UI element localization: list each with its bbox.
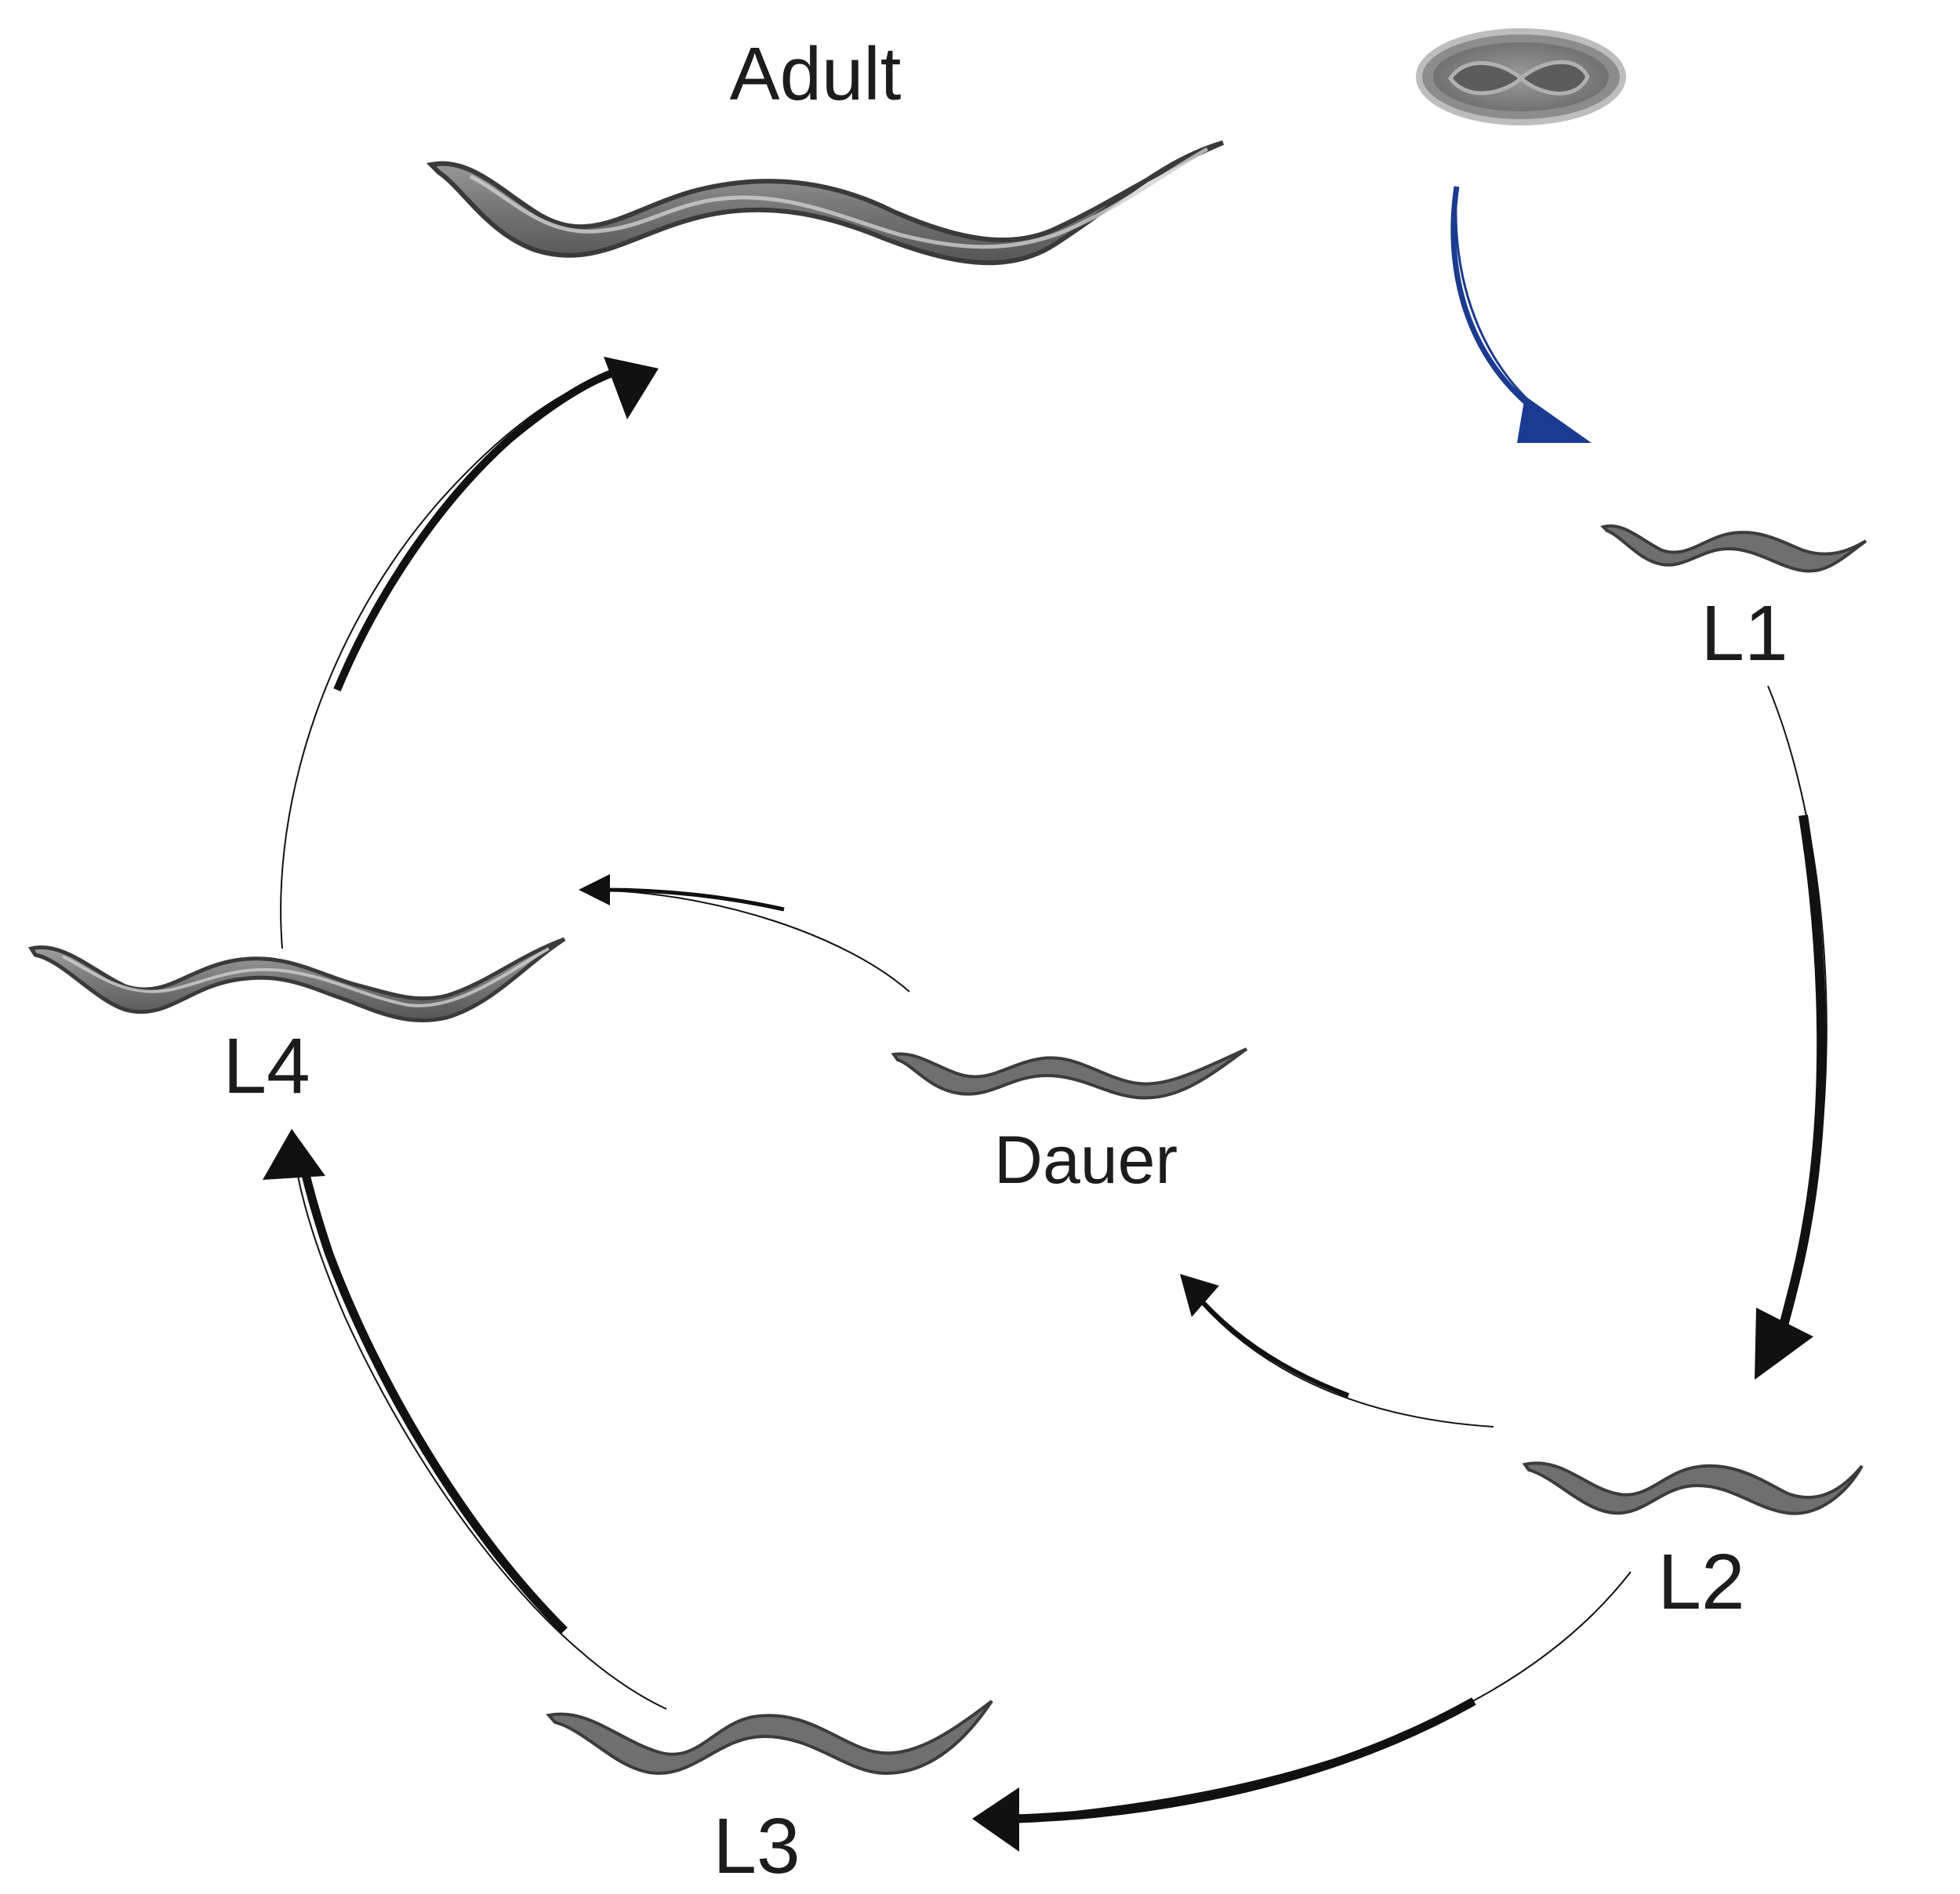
arrow-dauer-to-l4 bbox=[579, 874, 910, 992]
adult-worm-icon bbox=[426, 140, 1225, 266]
l3-worm-icon bbox=[546, 1700, 993, 1776]
arrow-l2-to-l3 bbox=[972, 1571, 1632, 1852]
l3-label: L3 bbox=[713, 1802, 800, 1890]
l4-worm-icon bbox=[28, 937, 566, 1023]
l2-worm-icon bbox=[1522, 1461, 1864, 1515]
embryo-egg-icon bbox=[1416, 28, 1626, 125]
arrow-l4-to-adult bbox=[280, 357, 659, 949]
dauer-label: Dauer bbox=[993, 1123, 1178, 1198]
l4-label: L4 bbox=[223, 1022, 310, 1110]
l1-worm-icon bbox=[1600, 524, 1867, 573]
arrow-l1-to-l2 bbox=[1755, 685, 1828, 1380]
arrow-l2-to-dauer bbox=[1180, 1274, 1494, 1428]
adult-label: Adult bbox=[729, 32, 902, 116]
arrow-egg-to-l1 bbox=[1450, 186, 1592, 443]
dauer-worm-icon bbox=[891, 1047, 1248, 1100]
l2-label: L2 bbox=[1657, 1538, 1745, 1626]
l1-label: L1 bbox=[1700, 590, 1788, 677]
arrow-l3-to-l4 bbox=[263, 1129, 667, 1710]
